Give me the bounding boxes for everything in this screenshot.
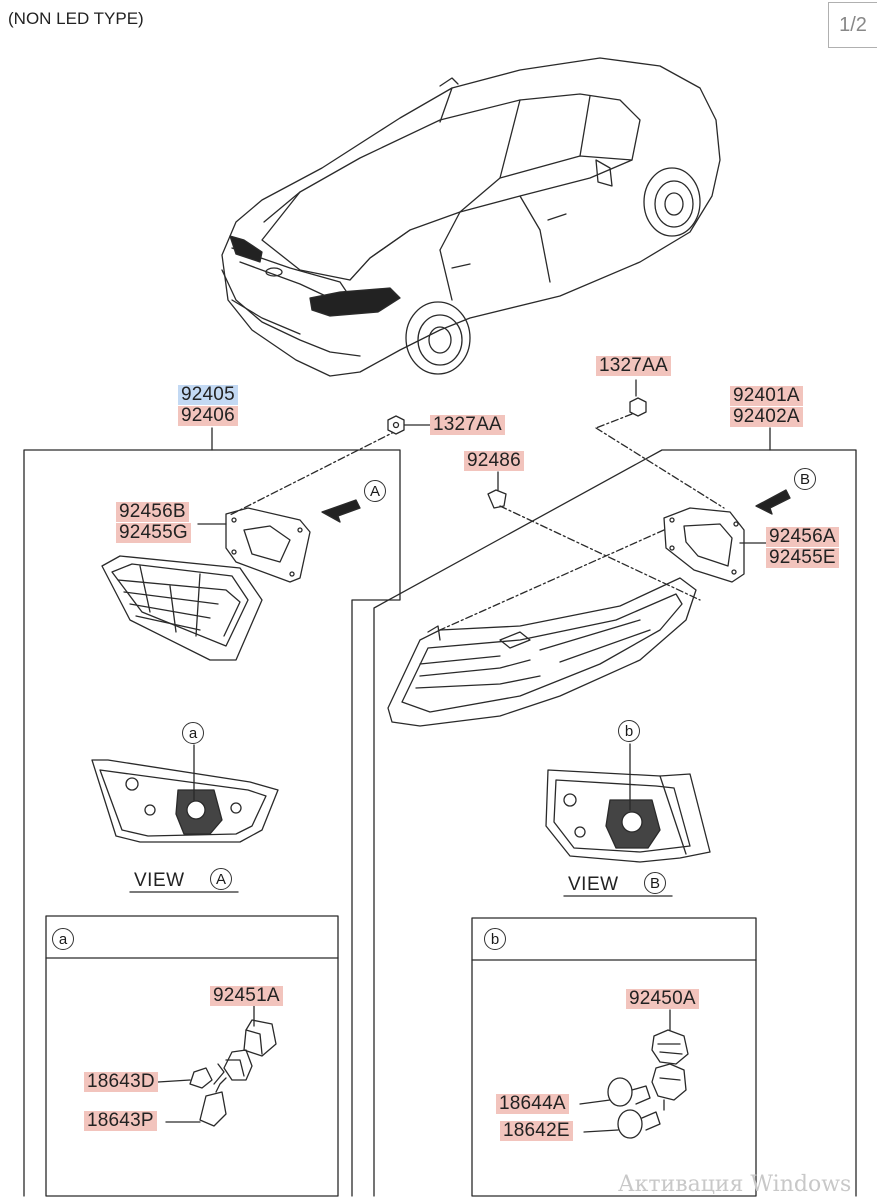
marker-B: B [794,468,816,490]
label-18642e: 18642E [500,1121,573,1141]
car-illustration [221,57,721,377]
marker-a: a [182,722,204,744]
label-92405: 92405 [178,385,238,405]
label-92402a: 92402A [730,407,803,427]
label-18643p: 18643P [84,1111,157,1131]
marker-b: b [618,720,640,742]
label-18643d: 18643D [84,1072,158,1092]
windows-activation-watermark: Активация Windows [618,1172,852,1197]
page-indicator: 1/2 [828,2,877,48]
view-b-lamp [545,743,711,863]
view-b-word: VIEW [568,874,619,895]
detail-box-b [471,917,757,1197]
socket-a [189,1005,277,1127]
socket-b [607,1009,689,1139]
view-a-word: VIEW [134,870,185,891]
view-a-lamp [91,744,279,843]
label-92486: 92486 [464,451,524,471]
view-b-marker: B [644,872,666,894]
detail-b-marker: b [484,928,506,950]
label-92451a: 92451A [210,986,283,1006]
label-92406: 92406 [178,406,238,426]
page-title: (NON LED TYPE) [8,9,144,28]
detail-box-a [45,915,339,1197]
detail-a-marker: a [52,928,74,950]
label-92450a: 92450A [626,989,699,1009]
label-left-clip: 1327AA [430,415,505,435]
label-92455e: 92455E [766,548,839,568]
label-92456a: 92456A [766,527,839,547]
left-inner-lamp [101,555,263,661]
label-92456b: 92456B [116,502,189,522]
label-92455g: 92455G [116,523,191,543]
view-a-marker: A [210,868,232,890]
label-top-clip: 1327AA [596,356,671,376]
label-92401a: 92401A [730,386,803,406]
right-outer-lamp [387,577,697,727]
marker-A: A [364,480,386,502]
label-18644a: 18644A [496,1094,569,1114]
left-panel-frame [23,449,401,1197]
right-panel-frame [373,449,857,1197]
